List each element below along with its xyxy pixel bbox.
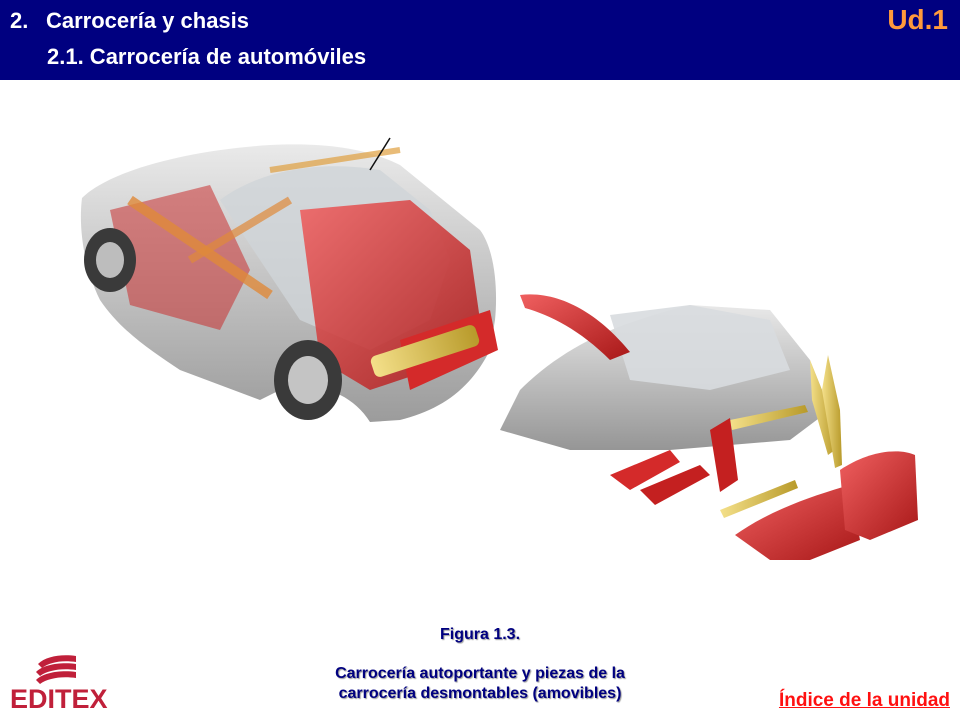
section-heading: 2. Carrocería y chasis: [10, 8, 249, 34]
car-illustration: [80, 137, 498, 422]
caption-line-1: Carrocería autoportante y piezas de la: [335, 665, 625, 682]
section-title: Carrocería y chasis: [46, 8, 250, 33]
body-parts-illustration: [500, 294, 918, 560]
figure-caption: Carrocería autoportante y piezas de la c…: [270, 664, 690, 704]
editex-logo-text: EDITEX: [10, 684, 108, 714]
subsection-title: 2.1. Carrocería de automóviles: [47, 44, 367, 69]
section-number: 2.: [10, 8, 29, 33]
car-body-figure: [80, 137, 918, 560]
unit-index-link[interactable]: Índice de la unidad: [778, 690, 950, 711]
editex-logo-icon: [36, 655, 76, 684]
caption-line-2: carrocería desmontables (amovibles): [338, 685, 622, 702]
slide-header: 2. Carrocería y chasis 2.1. Carrocería d…: [0, 0, 960, 80]
unit-badge: Ud.1: [887, 4, 948, 35]
figure-title: Figura 1.3.: [439, 626, 521, 643]
